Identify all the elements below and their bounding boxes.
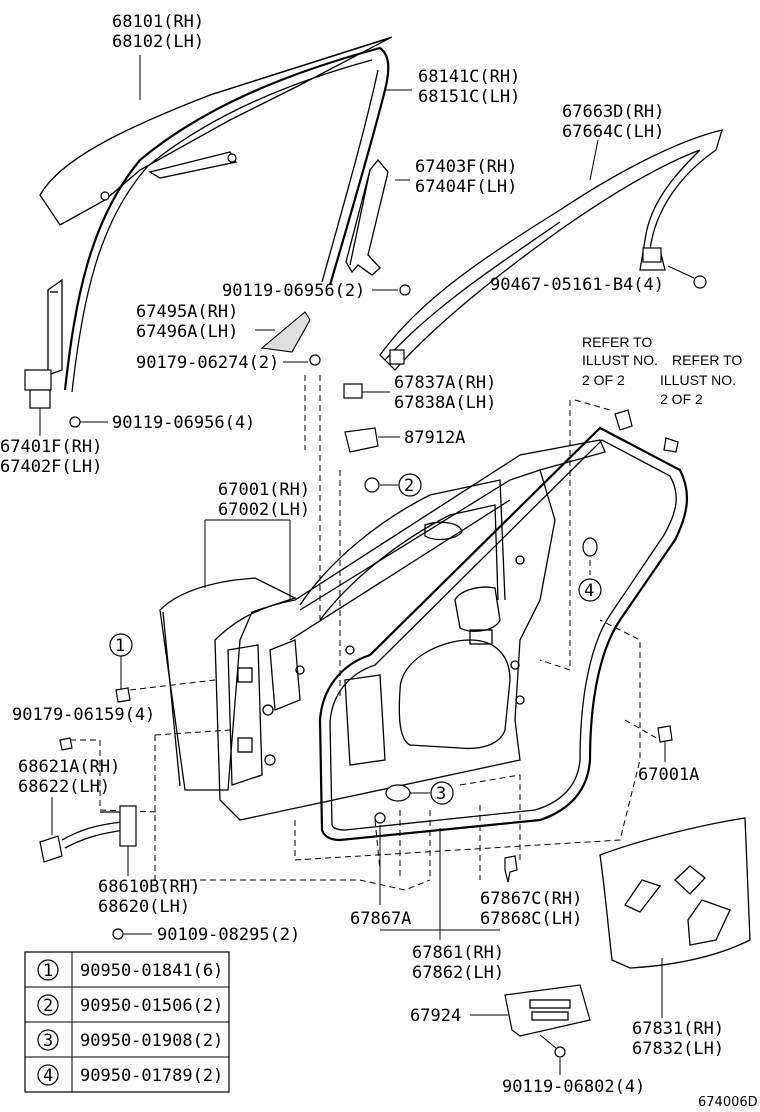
delta-cover (260, 311, 321, 366)
frame-moulding (379, 129, 723, 371)
callout-2-text: 2 (404, 476, 414, 496)
refer1-line2: ILLUST NO. (582, 352, 658, 368)
label-67862: 67862(LH) (412, 963, 504, 983)
label-67401f: 67401F(RH) (0, 437, 102, 457)
label-67002: 67002(LH) (218, 500, 310, 520)
door-panel (159, 439, 606, 821)
label-67831: 67831(RH) (632, 1019, 724, 1039)
label-90467: 90467-05161-B4(4) (490, 275, 664, 295)
label-67404f: 67404F(LH) (415, 177, 517, 197)
label-68620: 68620(LH) (98, 897, 190, 917)
label-68101: 68101(RH) (112, 12, 204, 32)
label-90119-a: 90119-06956(2) (222, 281, 365, 301)
legend-num-2: 2 (43, 996, 53, 1016)
label-68102: 68102(LH) (112, 32, 204, 52)
label-67663d: 67663D(RH) (562, 102, 664, 122)
door-check (39, 805, 137, 863)
spacer-part (343, 383, 363, 399)
callout-1-text: 1 (115, 636, 125, 656)
label-67403f: 67403F(RH) (415, 157, 517, 177)
figure-id: 674006D (698, 1095, 758, 1110)
label-90119-c: 90119-06802(4) (502, 1077, 645, 1097)
label-67664c: 67664C(LH) (562, 122, 664, 142)
label-67495a: 67495A(RH) (136, 302, 238, 322)
legend-part-1: 90950-01841(6) (80, 961, 223, 981)
label-67402f: 67402F(LH) (0, 457, 102, 477)
callout-4-text: 4 (584, 581, 594, 601)
legend-part-2: 90950-01506(2) (80, 996, 223, 1016)
label-67867a: 67867A (350, 909, 411, 929)
label-68621a: 68621A(RH) (18, 757, 120, 777)
label-90119-b: 90119-06956(4) (112, 413, 255, 433)
label-87912a: 87912A (404, 428, 465, 448)
callout-3-circle (430, 781, 454, 805)
label-68151c: 68151C(LH) (418, 87, 520, 107)
label-67868c: 67868C(LH) (480, 909, 582, 929)
label-67496a: 67496A(LH) (136, 322, 238, 342)
door-weatherstrip (318, 426, 689, 842)
label-67001: 67001(RH) (218, 480, 310, 500)
refer1-line1: REFER TO (582, 334, 652, 350)
callout-2-circle (398, 473, 422, 497)
refer2-line2: ILLUST NO. (660, 372, 736, 388)
label-67838a: 67838A(LH) (394, 393, 496, 413)
front-sash (24, 278, 81, 428)
legend-num-4: 4 (43, 1066, 53, 1086)
label-67837a: 67837A(RH) (394, 373, 496, 393)
cover-plate (344, 427, 379, 453)
dashed-guides (70, 375, 661, 891)
label-90109: 90109-08295(2) (157, 925, 300, 945)
callout-3-text: 3 (436, 784, 446, 804)
service-hole-cover (599, 817, 751, 969)
legend-part-4: 90950-01789(2) (80, 1066, 223, 1086)
door-glass (39, 36, 393, 226)
legend-part-3: 90950-01908(2) (80, 1031, 223, 1051)
callout-4-circle (578, 578, 602, 602)
label-67924: 67924 (410, 1006, 461, 1026)
refer1-line3: 2 OF 2 (582, 372, 625, 388)
refer2-line1: REFER TO (672, 352, 742, 368)
legend-num-1: 1 (43, 961, 53, 981)
label-68610b: 68610B(RH) (98, 877, 200, 897)
label-68622: 68622(LH) (18, 777, 110, 797)
legend-table: 1 2 3 4 90950-01841(6) 90950-01506(2) 90… (24, 951, 230, 1093)
label-67867c: 67867C(RH) (480, 889, 582, 909)
rear-sash (345, 158, 411, 296)
label-90179-b: 90179-06159(4) (12, 705, 155, 725)
inside-handle-bezel (504, 984, 591, 1037)
bolt-67001a (657, 725, 673, 743)
label-68141c: 68141C(RH) (418, 67, 520, 87)
glass-run (63, 46, 390, 393)
label-67861: 67861(RH) (412, 943, 504, 963)
label-90179-a: 90179-06274(2) (136, 353, 279, 373)
legend-num-3: 3 (43, 1031, 53, 1051)
label-67832: 67832(LH) (632, 1039, 724, 1059)
refer2-line3: 2 OF 2 (660, 391, 703, 407)
label-67001a: 67001A (638, 765, 699, 785)
